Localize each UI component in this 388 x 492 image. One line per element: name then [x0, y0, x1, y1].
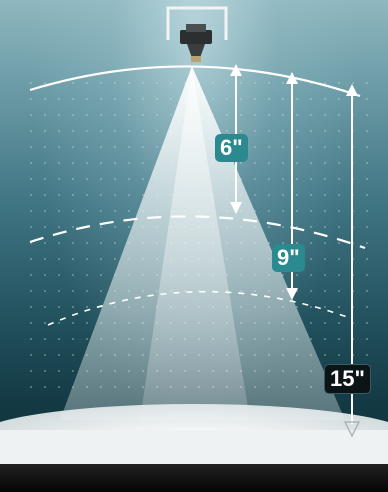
spray-cone-core	[140, 66, 250, 420]
spray-pool-base	[0, 430, 388, 466]
distance-label-15in: 15"	[324, 364, 371, 394]
distance-label-6in: 6"	[215, 134, 248, 162]
arc-6in	[29, 215, 366, 250]
floor-shadow	[0, 464, 388, 492]
arc-9in	[47, 290, 351, 326]
distance-label-9in: 9"	[272, 244, 305, 272]
spray-nozzle-icon	[166, 6, 228, 62]
arc-top	[29, 65, 361, 98]
